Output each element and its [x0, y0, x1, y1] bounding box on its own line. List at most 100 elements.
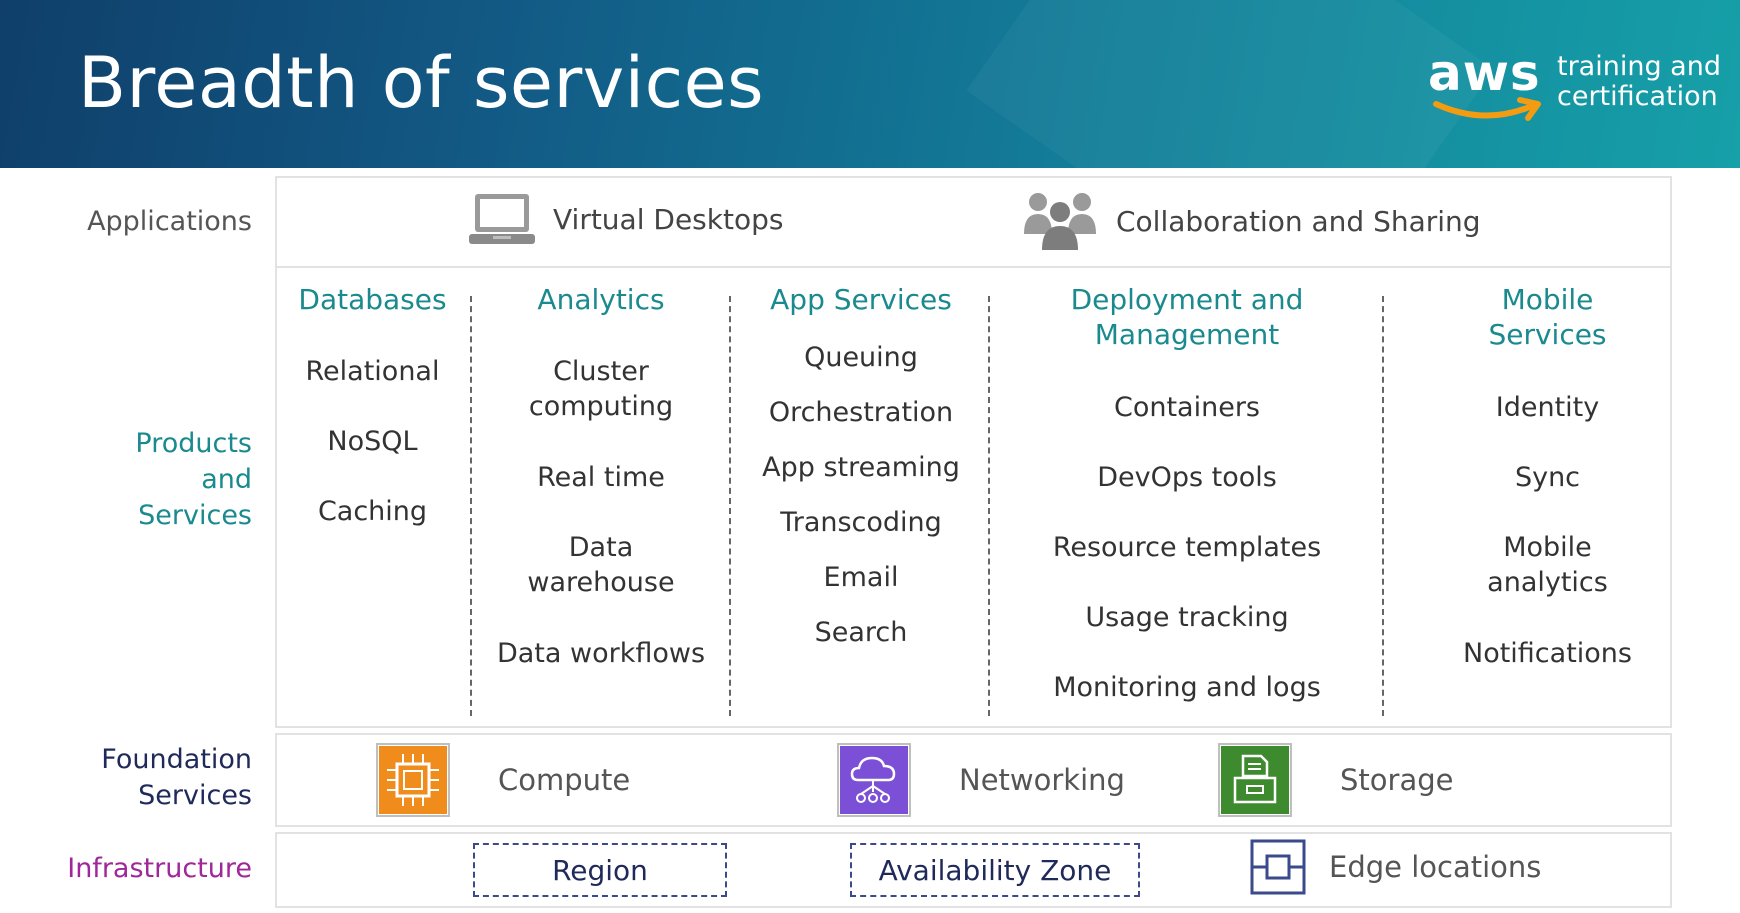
service-item: Mobile analytics	[1440, 530, 1655, 600]
service-item: Sync	[1440, 460, 1655, 495]
service-item: NoSQL	[290, 424, 455, 459]
banner-decoration	[966, 0, 1494, 168]
tagline-line-1: training and	[1557, 51, 1721, 82]
category-heading: Deployment and Management	[1022, 282, 1352, 352]
aws-logo-wordmark: aws	[1428, 44, 1541, 102]
tagline-line-2: certification	[1557, 81, 1718, 112]
service-item-line: Data	[568, 532, 634, 563]
service-item-line: Data workflows	[496, 638, 706, 669]
region-box: Region	[473, 843, 727, 897]
service-item: Transcoding	[750, 505, 972, 540]
service-item: Email	[750, 560, 972, 595]
service-item: App streaming	[750, 450, 972, 485]
app-collaboration: Collaboration and Sharing	[1020, 188, 1481, 254]
service-item: Cluster computing	[490, 354, 712, 424]
service-item-line: Search	[814, 617, 908, 648]
chip-icon	[379, 746, 447, 814]
foundation-storage: Storage	[1218, 743, 1453, 817]
products-panel	[275, 266, 1672, 728]
category-heading-line: Mobile	[1501, 283, 1594, 316]
category-heading: App Services	[750, 282, 972, 317]
category-app-services: App Services Queuing Orchestration App s…	[750, 282, 972, 648]
service-item-line: Notifications	[1463, 638, 1632, 669]
people-group-icon	[1024, 193, 1096, 250]
category-heading-line: Databases	[298, 283, 447, 316]
edge-location-icon	[1250, 839, 1306, 895]
row-label-applications: Applications	[87, 206, 252, 237]
foundation-icon-frame	[376, 743, 450, 817]
foundation-label: Storage	[1340, 763, 1454, 797]
service-item-line: Monitoring and logs	[1053, 672, 1321, 703]
category-deployment-management: Deployment and Management Containers Dev…	[1022, 282, 1352, 703]
service-item: Identity	[1440, 390, 1655, 425]
service-item-line: Caching	[317, 496, 428, 527]
category-heading: Mobile Services	[1440, 282, 1655, 352]
row-label-products-line: and	[201, 464, 252, 495]
availability-zone-label: Availability Zone	[878, 853, 1112, 887]
service-item-line: warehouse	[527, 567, 675, 598]
category-separator	[988, 296, 990, 716]
edge-locations-label: Edge locations	[1329, 850, 1542, 884]
foundation-icon-frame	[1218, 743, 1292, 817]
category-databases: Databases Relational NoSQL Caching	[290, 282, 455, 527]
service-item-line: Identity	[1495, 392, 1600, 423]
brand-tagline: training and certification	[1557, 52, 1721, 112]
edge-locations: Edge locations	[1249, 838, 1541, 896]
category-separator	[470, 296, 472, 716]
service-item-line: computing	[528, 391, 674, 422]
foundation-networking: Networking	[837, 743, 1125, 817]
category-heading: Analytics	[490, 282, 712, 317]
service-item-line: Orchestration	[768, 397, 954, 428]
service-item: Data warehouse	[490, 530, 712, 600]
category-heading-line: Services	[1488, 318, 1607, 351]
page-title: Breadth of services	[78, 42, 765, 124]
service-item-line: Sync	[1514, 462, 1581, 493]
aws-smile-icon	[1433, 97, 1541, 121]
service-item: Containers	[1022, 390, 1352, 425]
service-item-line: NoSQL	[327, 426, 418, 457]
service-item-line: Resource templates	[1052, 532, 1322, 563]
service-item-line: Mobile	[1503, 532, 1592, 563]
category-heading-line: Deployment and	[1070, 283, 1304, 316]
category-heading-line: Management	[1094, 318, 1280, 351]
service-item-line: DevOps tools	[1097, 462, 1277, 493]
row-label-foundation: Foundation Services	[101, 742, 252, 814]
foundation-panel	[275, 733, 1672, 827]
category-heading-line: App Services	[770, 283, 952, 316]
service-item-line: Email	[823, 562, 899, 593]
app-label: Collaboration and Sharing	[1116, 204, 1481, 238]
service-item: Real time	[490, 460, 712, 495]
foundation-compute: Compute	[376, 743, 630, 817]
row-label-products: Products and Services	[135, 426, 252, 534]
service-item-line: Real time	[537, 462, 665, 493]
app-label: Virtual Desktops	[553, 202, 784, 236]
category-heading-line: Analytics	[537, 283, 665, 316]
service-item: Relational	[290, 354, 455, 389]
region-label: Region	[552, 853, 648, 887]
row-label-products-line: Products	[135, 428, 252, 459]
service-item: Search	[750, 615, 972, 650]
row-label-products-line: Services	[138, 500, 252, 531]
header-banner: Breadth of services aws training and cer…	[0, 0, 1740, 168]
service-item-line: Containers	[1113, 392, 1260, 423]
category-analytics: Analytics Cluster computing Real time Da…	[490, 282, 712, 669]
row-label-foundation-line: Foundation	[101, 744, 252, 775]
service-item: Resource templates	[1022, 530, 1352, 565]
storage-icon	[1221, 746, 1289, 814]
category-mobile-services: Mobile Services Identity Sync Mobile ana…	[1440, 282, 1655, 669]
service-item: DevOps tools	[1022, 460, 1352, 495]
service-item-line: analytics	[1487, 567, 1608, 598]
availability-zone-box: Availability Zone	[850, 843, 1140, 897]
aws-logo: aws	[1428, 44, 1544, 124]
service-item: Usage tracking	[1022, 600, 1352, 635]
service-item: Orchestration	[750, 395, 972, 430]
service-item: Caching	[290, 494, 455, 529]
service-item: Queuing	[750, 340, 972, 375]
foundation-icon-frame	[837, 743, 911, 817]
service-item: Data workflows	[490, 636, 712, 671]
service-item-line: Usage tracking	[1085, 602, 1289, 633]
category-separator	[1382, 296, 1384, 716]
foundation-label: Networking	[959, 763, 1125, 797]
category-separator	[729, 296, 731, 716]
row-label-infrastructure: Infrastructure	[67, 853, 252, 884]
